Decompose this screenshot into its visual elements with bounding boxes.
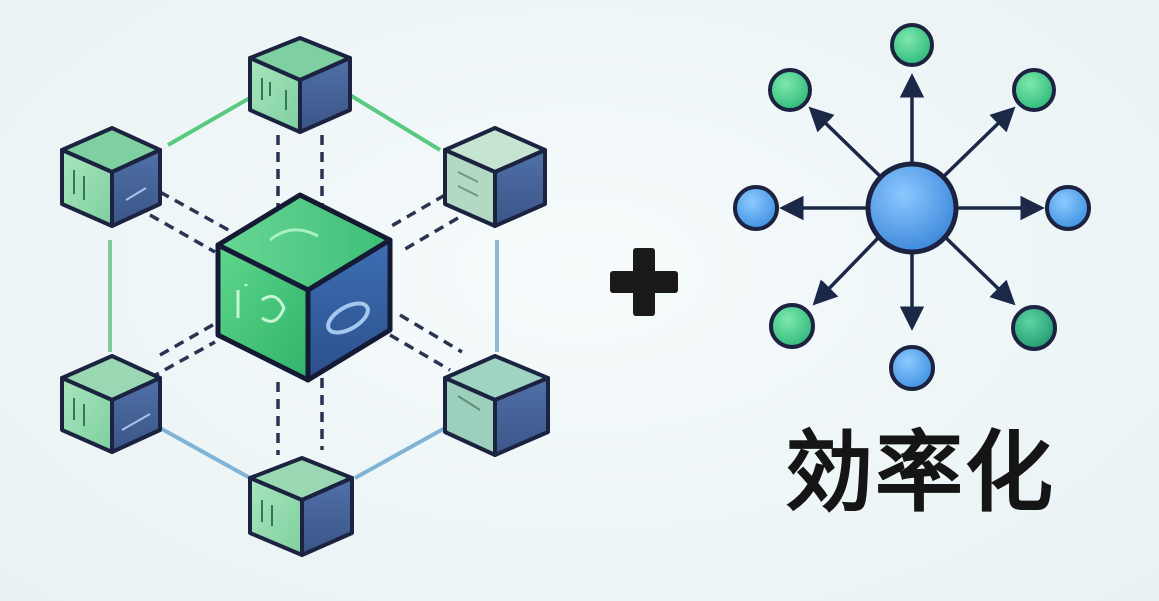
node-top	[890, 23, 934, 67]
small-cube-lower-right	[443, 354, 550, 457]
cube-dashed-links	[149, 135, 463, 455]
spoke-nodes	[733, 23, 1091, 391]
small-cube-bottom	[248, 456, 354, 557]
node-lower-right	[1011, 305, 1057, 351]
small-cube-upper-right	[443, 126, 547, 228]
node-upper-left	[768, 68, 812, 112]
small-cube-upper-left	[60, 126, 162, 228]
spoke-arrows	[779, 73, 1045, 331]
small-cube-lower-left	[60, 354, 162, 454]
node-right	[1045, 185, 1091, 231]
node-bottom	[889, 345, 935, 391]
cube-connections	[108, 93, 499, 480]
blockchain-cube-network-icon	[60, 36, 550, 557]
plus-icon	[610, 248, 678, 316]
node-left	[733, 185, 779, 231]
hub-node	[865, 161, 959, 255]
small-cube-top	[248, 36, 352, 134]
hub-spoke-network-icon	[733, 23, 1091, 391]
central-cube	[215, 192, 393, 383]
node-lower-left	[769, 303, 815, 349]
caption-efficiency: 効率化	[784, 421, 1055, 524]
node-upper-right	[1012, 68, 1056, 112]
